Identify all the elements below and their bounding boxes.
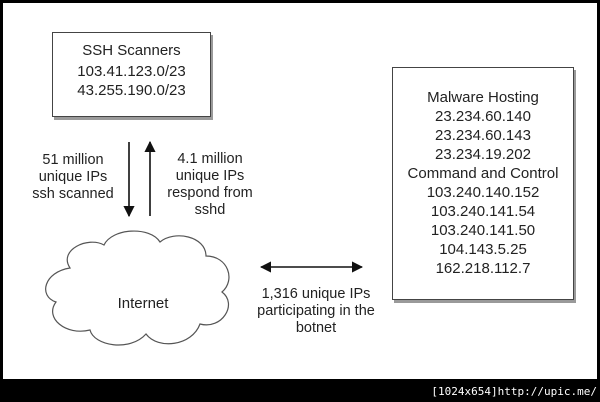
label-line: participating in the	[257, 303, 375, 319]
label-botnet-participants: 1,316 unique IPs participating in the bo…	[236, 286, 396, 337]
cnc-ip: 104.143.5.25	[439, 241, 527, 258]
internet-cloud	[45, 230, 230, 346]
label-line: ssh scanned	[32, 186, 114, 202]
hosting-ip: 23.234.60.143	[435, 127, 531, 144]
watermark: [1024x654]http://upic.me/	[431, 385, 597, 398]
hosting-ip: 23.234.60.140	[435, 108, 531, 125]
hosting-ip: 23.234.19.202	[435, 146, 531, 163]
label-line: sshd	[194, 202, 226, 218]
ssh-scanners-box: SSH Scanners 103.41.123.0/23 43.255.190.…	[52, 32, 211, 117]
label-line: 1,316 unique IPs	[261, 286, 371, 302]
malware-hosting-title: Malware Hosting	[427, 89, 539, 106]
cnc-ip: 103.240.141.50	[430, 222, 536, 239]
label-sshd-respond: 4.1 million unique IPs respond from sshd	[160, 151, 260, 219]
ssh-scanners-title: SSH Scanners	[82, 42, 181, 59]
cnc-ip: 103.240.141.54	[430, 203, 536, 220]
label-line: 51 million	[42, 152, 104, 168]
cnc-title: Command and Control	[407, 165, 559, 182]
label-line: unique IPs	[175, 168, 245, 184]
label-line: 4.1 million	[177, 151, 243, 167]
label-ssh-scanned: 51 million unique IPs ssh scanned	[18, 152, 128, 203]
cnc-ip: 162.218.112.7	[435, 260, 531, 277]
label-line: botnet	[295, 320, 337, 336]
label-line: unique IPs	[38, 169, 108, 185]
ssh-range: 103.41.123.0/23	[77, 63, 186, 80]
malware-cnc-box: Malware Hosting 23.234.60.140 23.234.60.…	[392, 67, 574, 300]
internet-label: Internet	[117, 295, 169, 312]
ssh-range: 43.255.190.0/23	[77, 82, 186, 99]
cnc-ip: 103.240.140.152	[426, 184, 540, 201]
label-line: respond from	[167, 185, 253, 201]
